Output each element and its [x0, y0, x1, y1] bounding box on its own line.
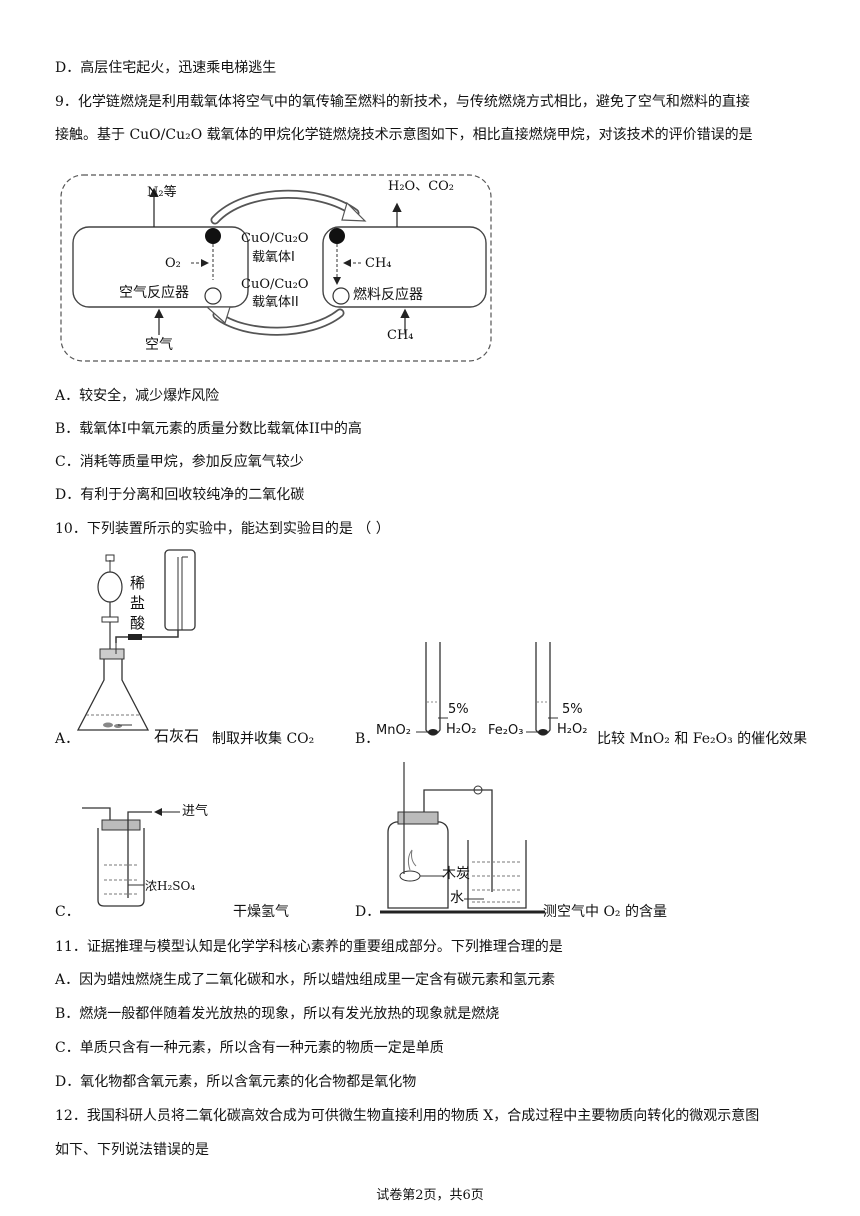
air-reactor-label: 空气反应器 — [119, 285, 189, 301]
o2-label: O₂ — [165, 256, 181, 271]
page-footer: 试卷第2页，共6页 — [376, 1188, 484, 1203]
sulfuric-acid-label: 浓H₂SO₄ — [145, 879, 196, 893]
fe2o3-label: Fe₂O₃ — [488, 723, 524, 738]
carrier2-formula: CuO/Cu₂O — [241, 277, 309, 292]
pct-label-2: 5% — [562, 702, 583, 717]
question-9-option-d: D．有利于分离和回收较纯净的二氧化碳 — [55, 487, 305, 503]
inlet-label: 进气 — [182, 804, 209, 819]
question-9-line-2: 接触。基于 CuO/Cu₂O 载氧体的甲烷化学链燃烧技术示意图如下，相比直接燃烧… — [55, 127, 753, 143]
pct-label-1: 5% — [448, 702, 469, 717]
option-c-letter: C． — [55, 904, 80, 920]
acid-char-1: 稀 — [130, 574, 146, 592]
limestone-label: 石灰石 — [154, 727, 200, 745]
fuel-reactor-label: 燃料反应器 — [353, 287, 423, 303]
co2-generator-drawing — [76, 549, 196, 731]
carrier1-name: 载氧体I — [252, 250, 295, 265]
question-11-stem: 11．证据推理与模型认知是化学学科核心素养的重要组成部分。下列推理合理的是 — [55, 939, 563, 955]
apparatus-c: 进气 浓H₂SO₄ — [80, 800, 220, 910]
question-12-line-2: 如下、下列说法错误的是 — [55, 1142, 209, 1158]
drying-bottle-drawing — [82, 807, 180, 907]
mno2-label: MnO₂ — [376, 723, 411, 738]
chemical-looping-diagram: N₂等 H₂O、CO₂ O₂ CH₄ CuO/Cu₂O 载氧体I CuO/Cu₂… — [55, 165, 500, 365]
question-11-option-a: A．因为蜡烛燃烧生成了二氧化碳和水，所以蜡烛组成里一定含有碳元素和氢元素 — [55, 972, 556, 988]
question-9-option-a: A．较安全，减少爆炸风险 — [55, 388, 220, 404]
question-11-option-c: C．单质只含有一种元素，所以含有一种元素的物质一定是单质 — [55, 1040, 444, 1056]
carrier1-formula: CuO/Cu₂O — [241, 231, 309, 246]
catalyst-tubes-drawing — [416, 642, 558, 736]
option-b-caption: 比较 MnO₂ 和 Fe₂O₃ 的催化效果 — [597, 731, 808, 747]
apparatus-b: MnO₂ 5% H₂O₂ Fe₂O₃ 5% H₂O₂ — [376, 640, 596, 750]
option-c-caption: 干燥氢气 — [233, 904, 289, 920]
question-9-line-1: 9．化学链燃烧是利用载氧体将空气中的氧传输至燃料的新技术，与传统燃烧方式相比，避… — [55, 94, 750, 110]
ch4-input-label: CH₄ — [387, 328, 414, 343]
question-11-option-d: D．氧化物都含氧元素，所以含氧元素的化合物都是氧化物 — [55, 1074, 417, 1090]
apparatus-d: 木炭 水 — [380, 762, 545, 922]
carrier2-name: 载氧体II — [252, 295, 299, 310]
option-d-previous: D．高层住宅起火，迅速乘电梯逃生 — [55, 60, 277, 76]
option-b-letter: B． — [355, 731, 380, 747]
oxygen-measurement-drawing — [380, 762, 545, 914]
products-label: H₂O、CO₂ — [388, 179, 455, 194]
question-12-line-1: 12．我国科研人员将二氧化碳高效合成为可供微生物直接利用的物质 X，合成过程中主… — [55, 1108, 760, 1124]
option-a-caption: 制取并收集 CO₂ — [212, 731, 315, 747]
charcoal-label: 木炭 — [442, 866, 470, 882]
acid-char-2: 盐 — [130, 594, 146, 612]
question-9-option-b: B．载氧体I中氧元素的质量分数比载氧体II中的高 — [55, 421, 362, 437]
n2-label: N₂等 — [147, 185, 177, 200]
h2o2-label-1: H₂O₂ — [446, 722, 477, 737]
chemical-looping-drawing — [60, 174, 492, 362]
water-label: 水 — [450, 890, 464, 906]
question-9-option-c: C．消耗等质量甲烷，参加反应氧气较少 — [55, 454, 304, 470]
option-d-caption: 测空气中 O₂ 的含量 — [543, 904, 667, 920]
option-a-letter: A． — [55, 731, 80, 747]
air-label: 空气 — [145, 337, 173, 353]
apparatus-a: 稀 盐 酸 石灰石 — [70, 545, 230, 745]
acid-char-3: 酸 — [130, 614, 146, 632]
question-11-option-b: B．燃烧一般都伴随着发光放热的现象，所以有发光放热的现象就是燃烧 — [55, 1006, 500, 1022]
h2o2-label-2: H₂O₂ — [557, 722, 588, 737]
question-10-stem: 10．下列装置所示的实验中，能达到实验目的是 （ ） — [55, 521, 390, 537]
ch4-inner-label: CH₄ — [365, 256, 392, 271]
option-d-letter: D． — [355, 904, 381, 920]
